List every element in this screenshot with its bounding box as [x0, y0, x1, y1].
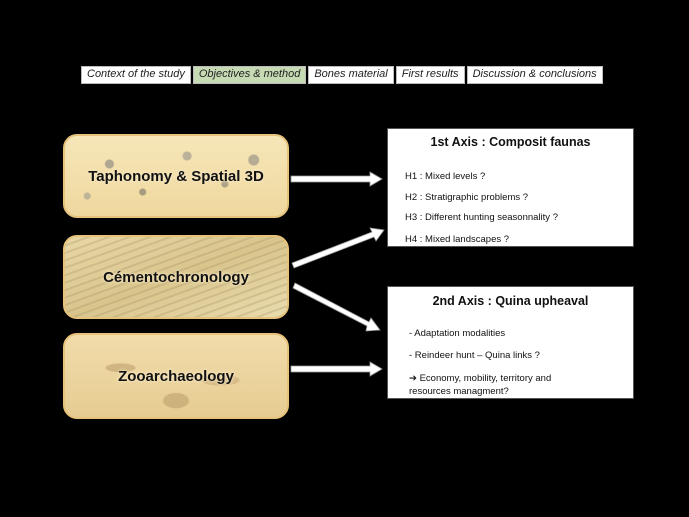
arrow-taphonomy-axis1	[290, 171, 383, 187]
axis1-item: H2 : Stratigraphic problems ?	[405, 192, 529, 203]
method-cementochronology: Cémentochronology	[63, 235, 289, 319]
arrow-cemento-axis2	[292, 282, 381, 332]
method-taphonomy: Taphonomy & Spatial 3D	[63, 134, 289, 218]
axis2-item: resources managment?	[409, 386, 509, 397]
axis1-item: H3 : Different hunting seasonnality ?	[405, 212, 558, 223]
section-nav: Context of the study Objectives & method…	[81, 66, 603, 84]
axis2-item: ➔ Economy, mobility, territory and	[409, 373, 552, 384]
tab-first-results[interactable]: First results	[395, 66, 465, 84]
axis2-item: - Adaptation modalities	[409, 328, 506, 339]
method-taphonomy-label: Taphonomy & Spatial 3D	[88, 167, 264, 185]
axis1-item: H4 : Mixed landscapes ?	[405, 234, 510, 245]
method-zooarchaeology-label: Zooarchaeology	[118, 367, 234, 385]
method-zooarchaeology: Zooarchaeology	[63, 333, 289, 419]
axis2-box: 2nd Axis : Quina upheaval - Adaptation m…	[387, 286, 634, 399]
tab-discussion[interactable]: Discussion & conclusions	[466, 66, 603, 84]
arrow-cemento-axis1	[291, 227, 385, 269]
tab-bones-material[interactable]: Bones material	[308, 66, 394, 84]
tab-objectives[interactable]: Objectives & method	[192, 66, 307, 84]
method-cementochronology-label: Cémentochronology	[103, 268, 249, 286]
arrow-zoo-axis2	[290, 361, 383, 377]
axis1-title: 1st Axis : Composit faunas	[430, 135, 591, 149]
axis2-title: 2nd Axis : Quina upheaval	[432, 294, 589, 308]
axis2-item: - Reindeer hunt – Quina links ?	[409, 350, 540, 361]
axis1-box: 1st Axis : Composit faunas H1 : Mixed le…	[387, 128, 634, 247]
axis1-item: H1 : Mixed levels ?	[405, 171, 486, 182]
tab-context[interactable]: Context of the study	[81, 66, 191, 84]
